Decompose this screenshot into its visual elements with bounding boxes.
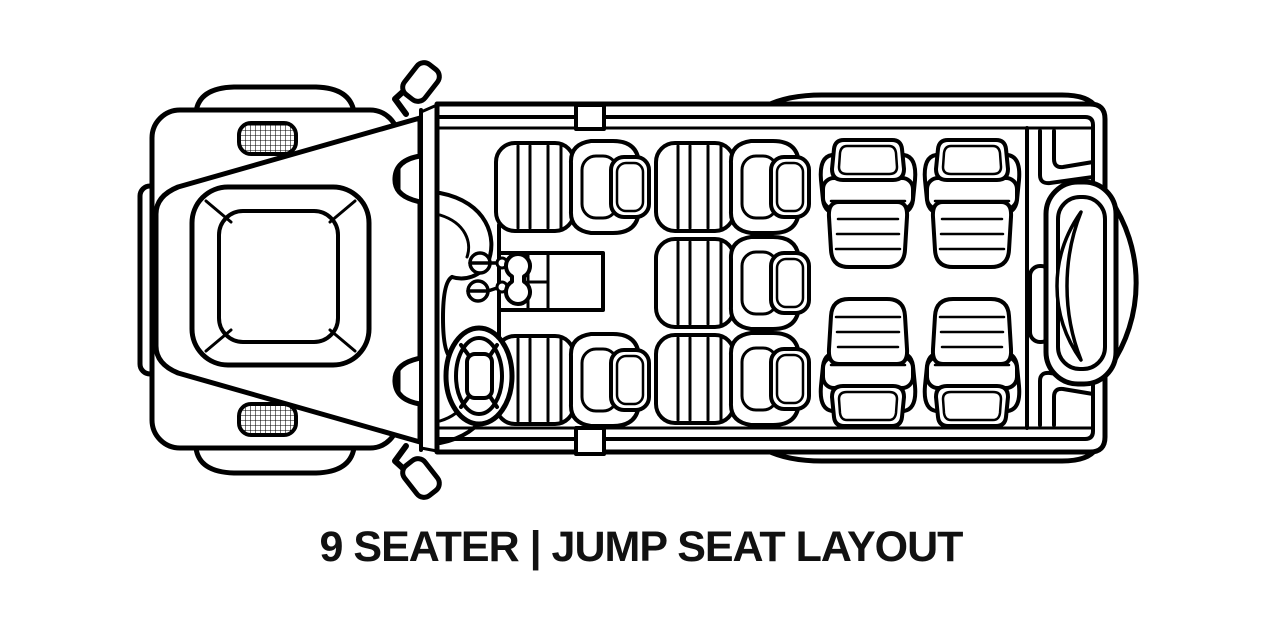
headlight-bottom bbox=[237, 402, 298, 437]
side-mirror-bottom bbox=[392, 443, 442, 500]
seat-middle-1 bbox=[654, 139, 811, 235]
rear-fender-flares bbox=[763, 92, 1099, 464]
spare-tire bbox=[1043, 179, 1119, 387]
jump-seat-front-left bbox=[818, 138, 918, 270]
gear-shifter-icon bbox=[504, 252, 532, 306]
windshield bbox=[419, 103, 439, 453]
jump-seat-rear-left bbox=[818, 296, 918, 428]
headlight-top bbox=[237, 121, 298, 156]
door-pillar-top bbox=[574, 103, 606, 131]
rear-door bbox=[1038, 129, 1095, 427]
hood-scoop bbox=[189, 184, 372, 368]
jump-seat-front-right bbox=[922, 138, 1022, 270]
side-mirror-top bbox=[392, 60, 442, 117]
seat-middle-3 bbox=[654, 331, 811, 427]
front-wheel-arches bbox=[193, 84, 357, 476]
seat-driver bbox=[494, 332, 651, 428]
seat-front-passenger bbox=[494, 139, 651, 235]
spare-tire-bulge bbox=[1107, 196, 1139, 370]
jump-seat-rear-right bbox=[922, 296, 1022, 428]
door-pillar-bottom bbox=[574, 426, 606, 456]
diagram-caption: 9 SEATER | JUMP SEAT LAYOUT bbox=[319, 523, 964, 571]
seat-middle-2 bbox=[654, 235, 811, 331]
steering-wheel-icon bbox=[443, 325, 515, 427]
